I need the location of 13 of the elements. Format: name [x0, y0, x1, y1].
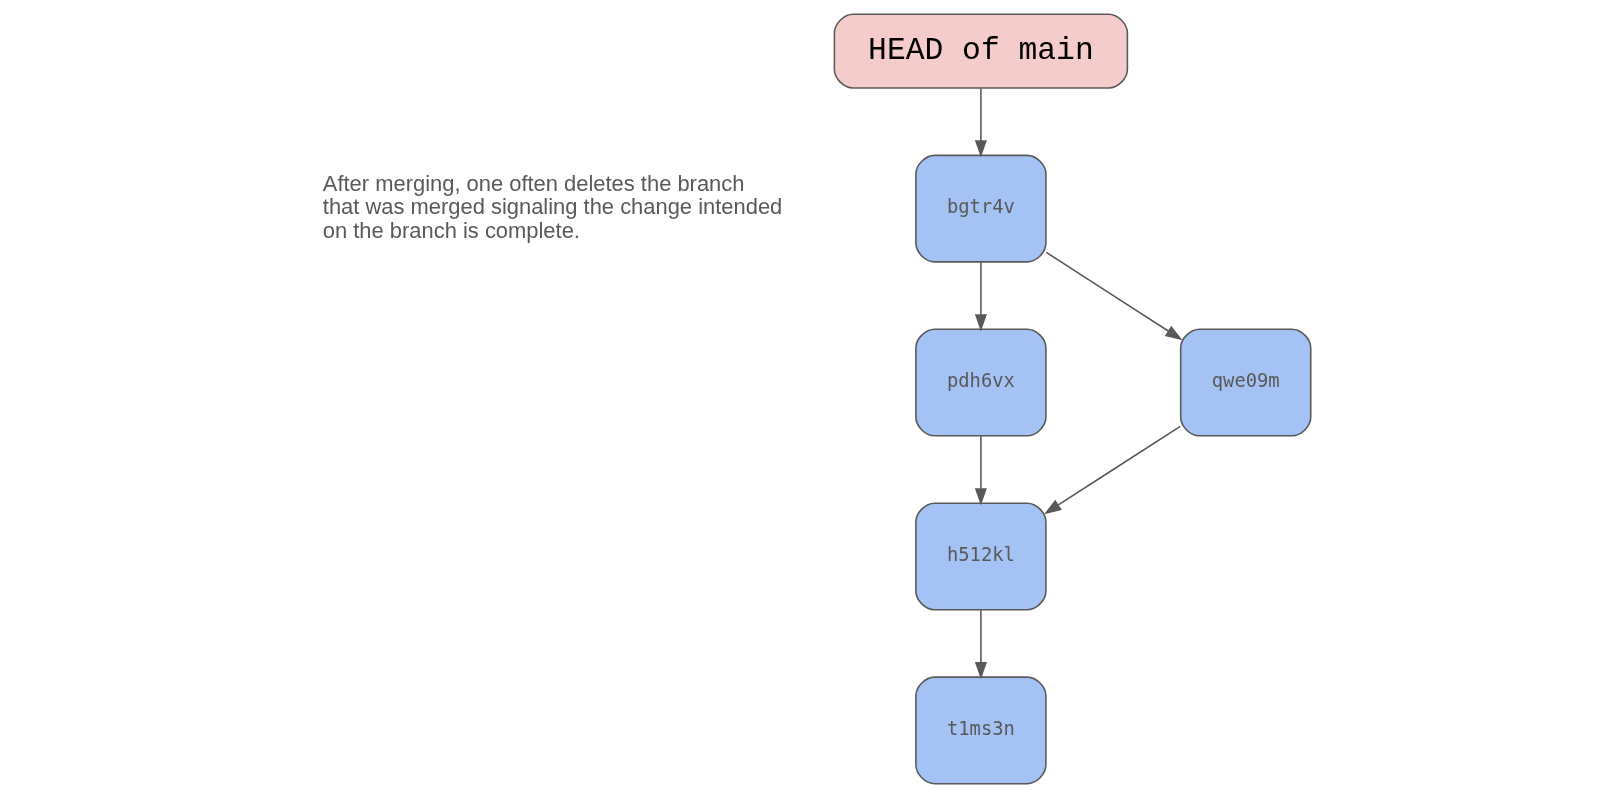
- node-box: h512kl: [914, 502, 1047, 611]
- node-box: pdh6vx: [914, 328, 1047, 437]
- arrow: [974, 261, 987, 332]
- arrow: [1045, 251, 1183, 341]
- arrow: [974, 609, 987, 680]
- node-box: qwe09m: [1179, 328, 1311, 437]
- node-box: bgtr4v: [914, 154, 1047, 263]
- arrow: [1043, 425, 1181, 515]
- arrow: [974, 87, 987, 158]
- node-box: HEAD of main: [833, 13, 1128, 89]
- label: After merging, one often deletes the branch that was merged signaling the change intended on the branch is complete.: [322, 170, 782, 243]
- arrow: [974, 435, 987, 506]
- node-box: t1ms3n: [914, 676, 1047, 785]
